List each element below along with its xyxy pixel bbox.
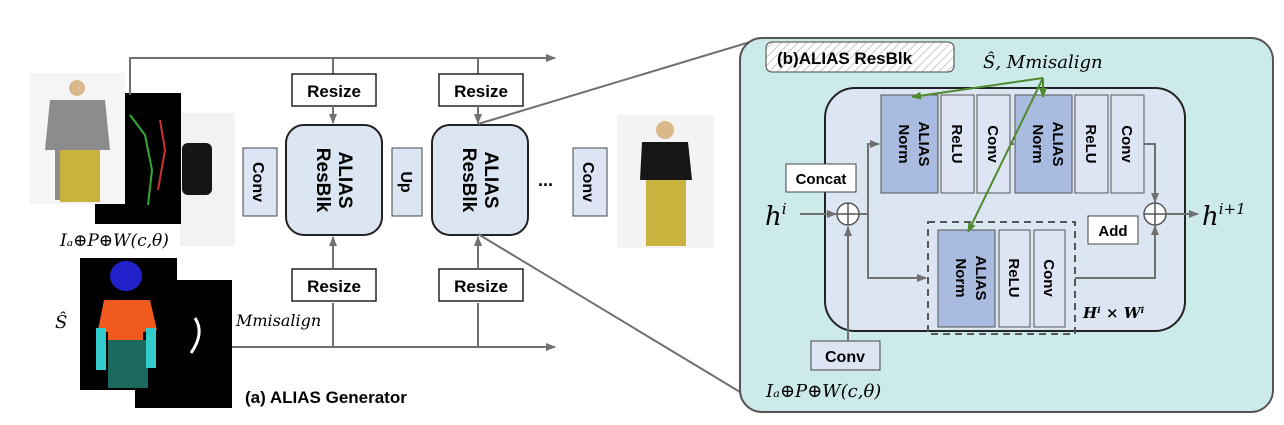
shortcut-norm-line2: Norm <box>952 258 969 297</box>
input-images-bottom <box>80 258 232 408</box>
misalign-mask-shape <box>189 317 201 354</box>
resblk-2-line1: ALIAS <box>480 152 501 209</box>
input-images-top <box>30 73 235 246</box>
alias-resblk-2 <box>431 124 529 236</box>
upper-relu-2-label: ReLU <box>1082 124 1099 163</box>
resblk-conv-bottom-label: Conv <box>825 349 865 366</box>
resize-label-bottom-2: Resize <box>454 277 508 296</box>
feature-size-label: Hⁱ × Wⁱ <box>1082 304 1145 322</box>
arrow-to-shortcut <box>867 214 927 282</box>
zoom-line-top <box>477 41 751 125</box>
upsample-label: Up <box>397 171 414 193</box>
person-skirt <box>60 150 100 202</box>
upper-relu-2 <box>1074 94 1109 194</box>
shortcut-conv-label: Conv <box>1040 259 1057 297</box>
h-input-label: hi <box>765 200 787 232</box>
resize-box-top-1 <box>291 73 377 107</box>
seg-arm-left <box>96 328 106 370</box>
seg-head <box>110 261 142 291</box>
upper-norm-1-line1: ALIAS <box>915 122 932 167</box>
top-condition-arrow <box>129 54 556 95</box>
resblk-input-label: Iₐ⊕P⊕W(c,θ) <box>765 381 881 402</box>
arrow-upper-to-add <box>1144 143 1159 203</box>
resize-box-bottom-2 <box>438 268 524 302</box>
resize-label-top-2: Resize <box>454 82 508 101</box>
upper-alias-norm-2 <box>1014 94 1073 194</box>
resblk-2-line2: ResBlk <box>458 148 479 213</box>
green-arrow-to-norm-1 <box>911 77 1044 100</box>
shortcut-relu-label: ReLU <box>1005 258 1022 297</box>
alias-resblk-1 <box>285 124 383 236</box>
person-head <box>69 80 85 96</box>
resblk-1-line1: ALIAS <box>334 152 355 209</box>
shortcut-conv <box>1033 229 1066 328</box>
output-image <box>617 115 714 248</box>
generator-conv-right-label: Conv <box>579 162 596 202</box>
resblk-title-box <box>765 41 955 73</box>
misalign-label: Mmisalign <box>235 311 321 330</box>
seg-upper-cloth <box>98 300 157 340</box>
resize-label-top-1: Resize <box>307 82 361 101</box>
seg-label: Ŝ <box>55 310 67 333</box>
shortcut-dashed-box <box>927 221 1076 335</box>
upper-conv-1-label: Conv <box>984 125 1001 163</box>
upper-norm-2-line2: Norm <box>1029 124 1046 163</box>
generator-section: Iₐ⊕P⊕W(c,θ) Ŝ Mmisalign Resize Resize Re… <box>30 54 714 408</box>
resblk-conv-bottom <box>810 340 881 371</box>
generator-conv-right <box>572 147 608 217</box>
shortcut-norm-line1: ALIAS <box>972 256 989 301</box>
resblk-section: (b)ALIAS ResBlk Ŝ, Mmisalign ALIAS Norm … <box>739 37 1274 413</box>
zoom-line-bottom <box>477 233 751 399</box>
concat-label: Concat <box>796 171 847 188</box>
seg-arm-right <box>146 328 156 368</box>
upper-norm-1-line2: Norm <box>895 124 912 163</box>
generator-conv-left <box>242 147 278 217</box>
resblk-title: (b)ALIAS ResBlk <box>777 49 913 68</box>
upper-relu-1 <box>940 94 975 194</box>
arrow-shortcut-to-add <box>1075 225 1159 279</box>
upper-relu-1-label: ReLU <box>948 124 965 163</box>
upper-conv-2-label: Conv <box>1118 125 1135 163</box>
resblk-1-line2: ResBlk <box>312 148 333 213</box>
upper-norm-2-line1: ALIAS <box>1049 122 1066 167</box>
generator-conv-left-label: Conv <box>249 162 266 202</box>
input-label-top: Iₐ⊕P⊕W(c,θ) <box>59 231 169 251</box>
add-label: Add <box>1098 223 1127 240</box>
green-arrow-to-shortcut-norm <box>967 77 1044 233</box>
arrow-to-upper-path <box>859 140 880 215</box>
upsample-block <box>391 147 423 217</box>
add-box <box>1087 215 1139 245</box>
upper-alias-norm-1 <box>880 94 939 194</box>
cloth-shape <box>182 143 212 195</box>
resize-box-top-2 <box>438 73 524 107</box>
generator-caption: (a) ALIAS Generator <box>245 388 407 407</box>
seg-lower-cloth <box>108 340 148 388</box>
pose-skeleton-2 <box>157 119 167 191</box>
resblk-condition-label: Ŝ, Mmisalign <box>983 50 1103 73</box>
shortcut-relu <box>998 229 1031 328</box>
ellipsis: ... <box>538 170 553 190</box>
concat-box <box>785 163 857 193</box>
resize-box-bottom-1 <box>291 268 377 302</box>
pose-skeleton <box>129 114 154 206</box>
resize-label-bottom-1: Resize <box>307 277 361 296</box>
shortcut-alias-norm <box>937 229 996 328</box>
